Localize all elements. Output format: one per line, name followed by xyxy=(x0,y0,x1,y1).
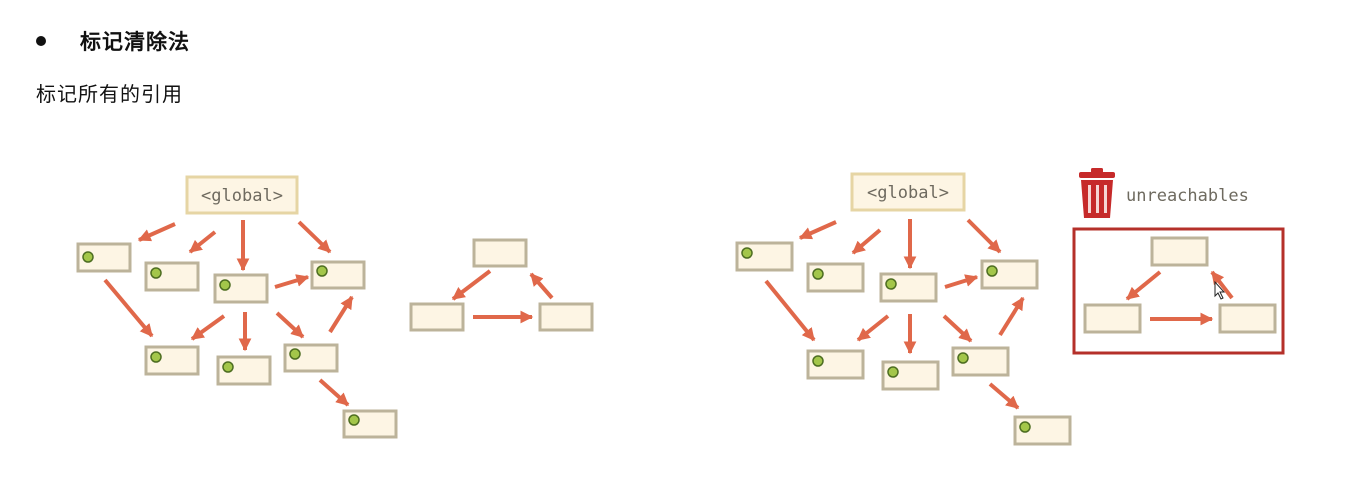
arrow xyxy=(966,218,1002,254)
unreachables-label: unreachables xyxy=(1126,186,1249,206)
mark-icon xyxy=(812,355,824,367)
mark-icon xyxy=(957,352,969,364)
arrow xyxy=(942,314,973,343)
left-reachable-nodes xyxy=(76,242,398,439)
arrow xyxy=(103,278,154,338)
mark-icon xyxy=(150,351,162,363)
right-global-label: <global> xyxy=(867,183,949,203)
object-node xyxy=(1083,303,1142,334)
arrow xyxy=(274,274,310,289)
arrow xyxy=(137,222,176,242)
left-diagram: <global> xyxy=(76,175,594,439)
mark-icon xyxy=(222,361,234,373)
mark-icon xyxy=(348,414,360,426)
unreachable-arrows xyxy=(1125,270,1234,326)
right-reachable-nodes xyxy=(735,241,1072,446)
arrow xyxy=(275,311,305,339)
object-node xyxy=(283,343,339,373)
left-global-node xyxy=(185,175,299,215)
object-node xyxy=(735,241,794,272)
object-node xyxy=(409,302,465,332)
left-global-label: <global> xyxy=(201,186,283,206)
object-node xyxy=(144,261,200,292)
mark-icon xyxy=(986,265,998,277)
object-node xyxy=(472,238,528,268)
arrow xyxy=(529,272,554,300)
arrow xyxy=(451,269,492,301)
right-global-node xyxy=(850,172,966,212)
mark-icon xyxy=(289,348,301,360)
object-node xyxy=(1150,236,1209,267)
left-reference-arrows xyxy=(103,220,554,407)
object-node xyxy=(1218,303,1277,334)
object-node xyxy=(310,260,366,290)
arrow xyxy=(1210,270,1234,300)
left-unmarked-cycle xyxy=(409,238,594,332)
object-node xyxy=(342,409,398,439)
mark-icon xyxy=(812,268,824,280)
mouse-cursor-icon xyxy=(1214,280,1226,300)
arrow xyxy=(998,296,1025,337)
section-title: 标记清除法 xyxy=(80,30,190,54)
arrow xyxy=(297,220,332,254)
object-node xyxy=(76,242,132,273)
object-node xyxy=(538,302,594,332)
object-node xyxy=(879,272,938,303)
bullet-dot xyxy=(36,36,46,46)
object-node xyxy=(144,345,200,376)
unreachables-box xyxy=(1072,227,1285,355)
object-node xyxy=(1013,415,1072,446)
mark-icon xyxy=(1019,421,1031,433)
arrow xyxy=(988,382,1020,410)
object-node xyxy=(806,262,865,293)
arrow xyxy=(190,314,226,341)
arrow xyxy=(851,228,882,255)
mark-icon xyxy=(885,278,897,290)
arrow xyxy=(764,279,816,342)
arrow xyxy=(188,230,217,254)
arrow xyxy=(318,378,350,407)
object-node xyxy=(806,349,865,380)
mark-icon xyxy=(219,279,231,291)
mark-icon xyxy=(741,247,753,259)
arrow xyxy=(856,314,890,342)
mark-icon xyxy=(316,265,328,277)
object-node xyxy=(951,346,1010,377)
object-node xyxy=(980,259,1039,290)
arrow xyxy=(328,295,354,334)
mark-icon xyxy=(150,267,162,279)
object-node xyxy=(881,360,940,391)
mark-icon xyxy=(887,366,899,378)
arrow xyxy=(798,220,837,240)
arrow xyxy=(944,274,979,289)
object-node xyxy=(213,273,269,304)
trash-can-icon xyxy=(1079,168,1115,218)
right-diagram: <global> xyxy=(735,168,1285,446)
arrow xyxy=(1125,270,1162,301)
section-subtitle: 标记所有的引用 xyxy=(36,82,183,106)
right-reference-arrows xyxy=(764,218,1025,410)
mark-icon xyxy=(82,251,94,263)
object-node xyxy=(216,355,272,386)
